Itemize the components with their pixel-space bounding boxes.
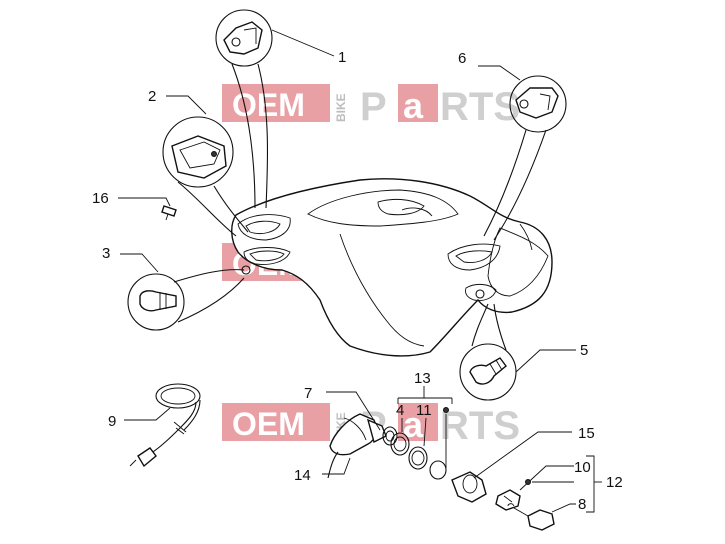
watermark-row-top: OEM BIKE P a RTS <box>222 84 520 129</box>
watermark-box <box>222 403 330 441</box>
watermark-rts: RTS <box>440 404 520 448</box>
handlebar-cover <box>231 178 553 357</box>
label-16: 16 <box>92 190 109 207</box>
label-5: 5 <box>580 342 588 359</box>
watermark-oem: OEM <box>232 87 305 123</box>
watermark-bike: BIKE <box>334 93 348 122</box>
watermark-a: a <box>403 85 424 126</box>
watermark-oem: OEM <box>232 406 305 442</box>
label-7: 7 <box>304 385 312 402</box>
part-3-bulb <box>120 253 245 331</box>
part-5-bulb <box>459 303 576 401</box>
part-6-switch <box>478 65 567 241</box>
part-2-switch <box>162 95 249 237</box>
label-8: 8 <box>578 496 586 513</box>
label-9: 9 <box>108 413 116 430</box>
watermark-rts: RTS <box>440 85 520 129</box>
label-2: 2 <box>148 88 156 105</box>
part-16-screw <box>118 197 177 221</box>
part-10-pin <box>495 465 574 511</box>
label-1: 1 <box>338 49 346 66</box>
label-13: 13 <box>414 370 431 387</box>
part-8-screw <box>507 503 576 531</box>
watermark-a: a <box>403 404 424 445</box>
label-11: 11 <box>416 402 432 419</box>
watermark-p: P <box>360 85 387 129</box>
label-6: 6 <box>458 50 466 67</box>
label-4: 4 <box>396 402 404 419</box>
part-15-bushing <box>429 431 572 503</box>
part-11-ring <box>408 417 428 470</box>
label-14: 14 <box>294 467 311 484</box>
part-1-switch <box>215 9 335 209</box>
part-13-bracket <box>397 386 453 468</box>
label-3: 3 <box>102 245 110 262</box>
watermark-box <box>222 84 330 122</box>
label-10: 10 <box>574 459 591 476</box>
label-15: 15 <box>578 425 595 442</box>
part-14-socket <box>322 413 387 479</box>
part-12-bracket <box>525 455 602 513</box>
label-12: 12 <box>606 474 623 491</box>
part-4-ring <box>390 418 410 456</box>
watermark-row-bottom: OEM BIKE P a RTS <box>222 403 520 448</box>
part-9-wiring <box>124 383 201 468</box>
watermark-box <box>398 84 438 122</box>
part-labels: 1 2 3 4 5 6 7 8 9 10 11 12 13 14 15 16 <box>92 49 623 513</box>
